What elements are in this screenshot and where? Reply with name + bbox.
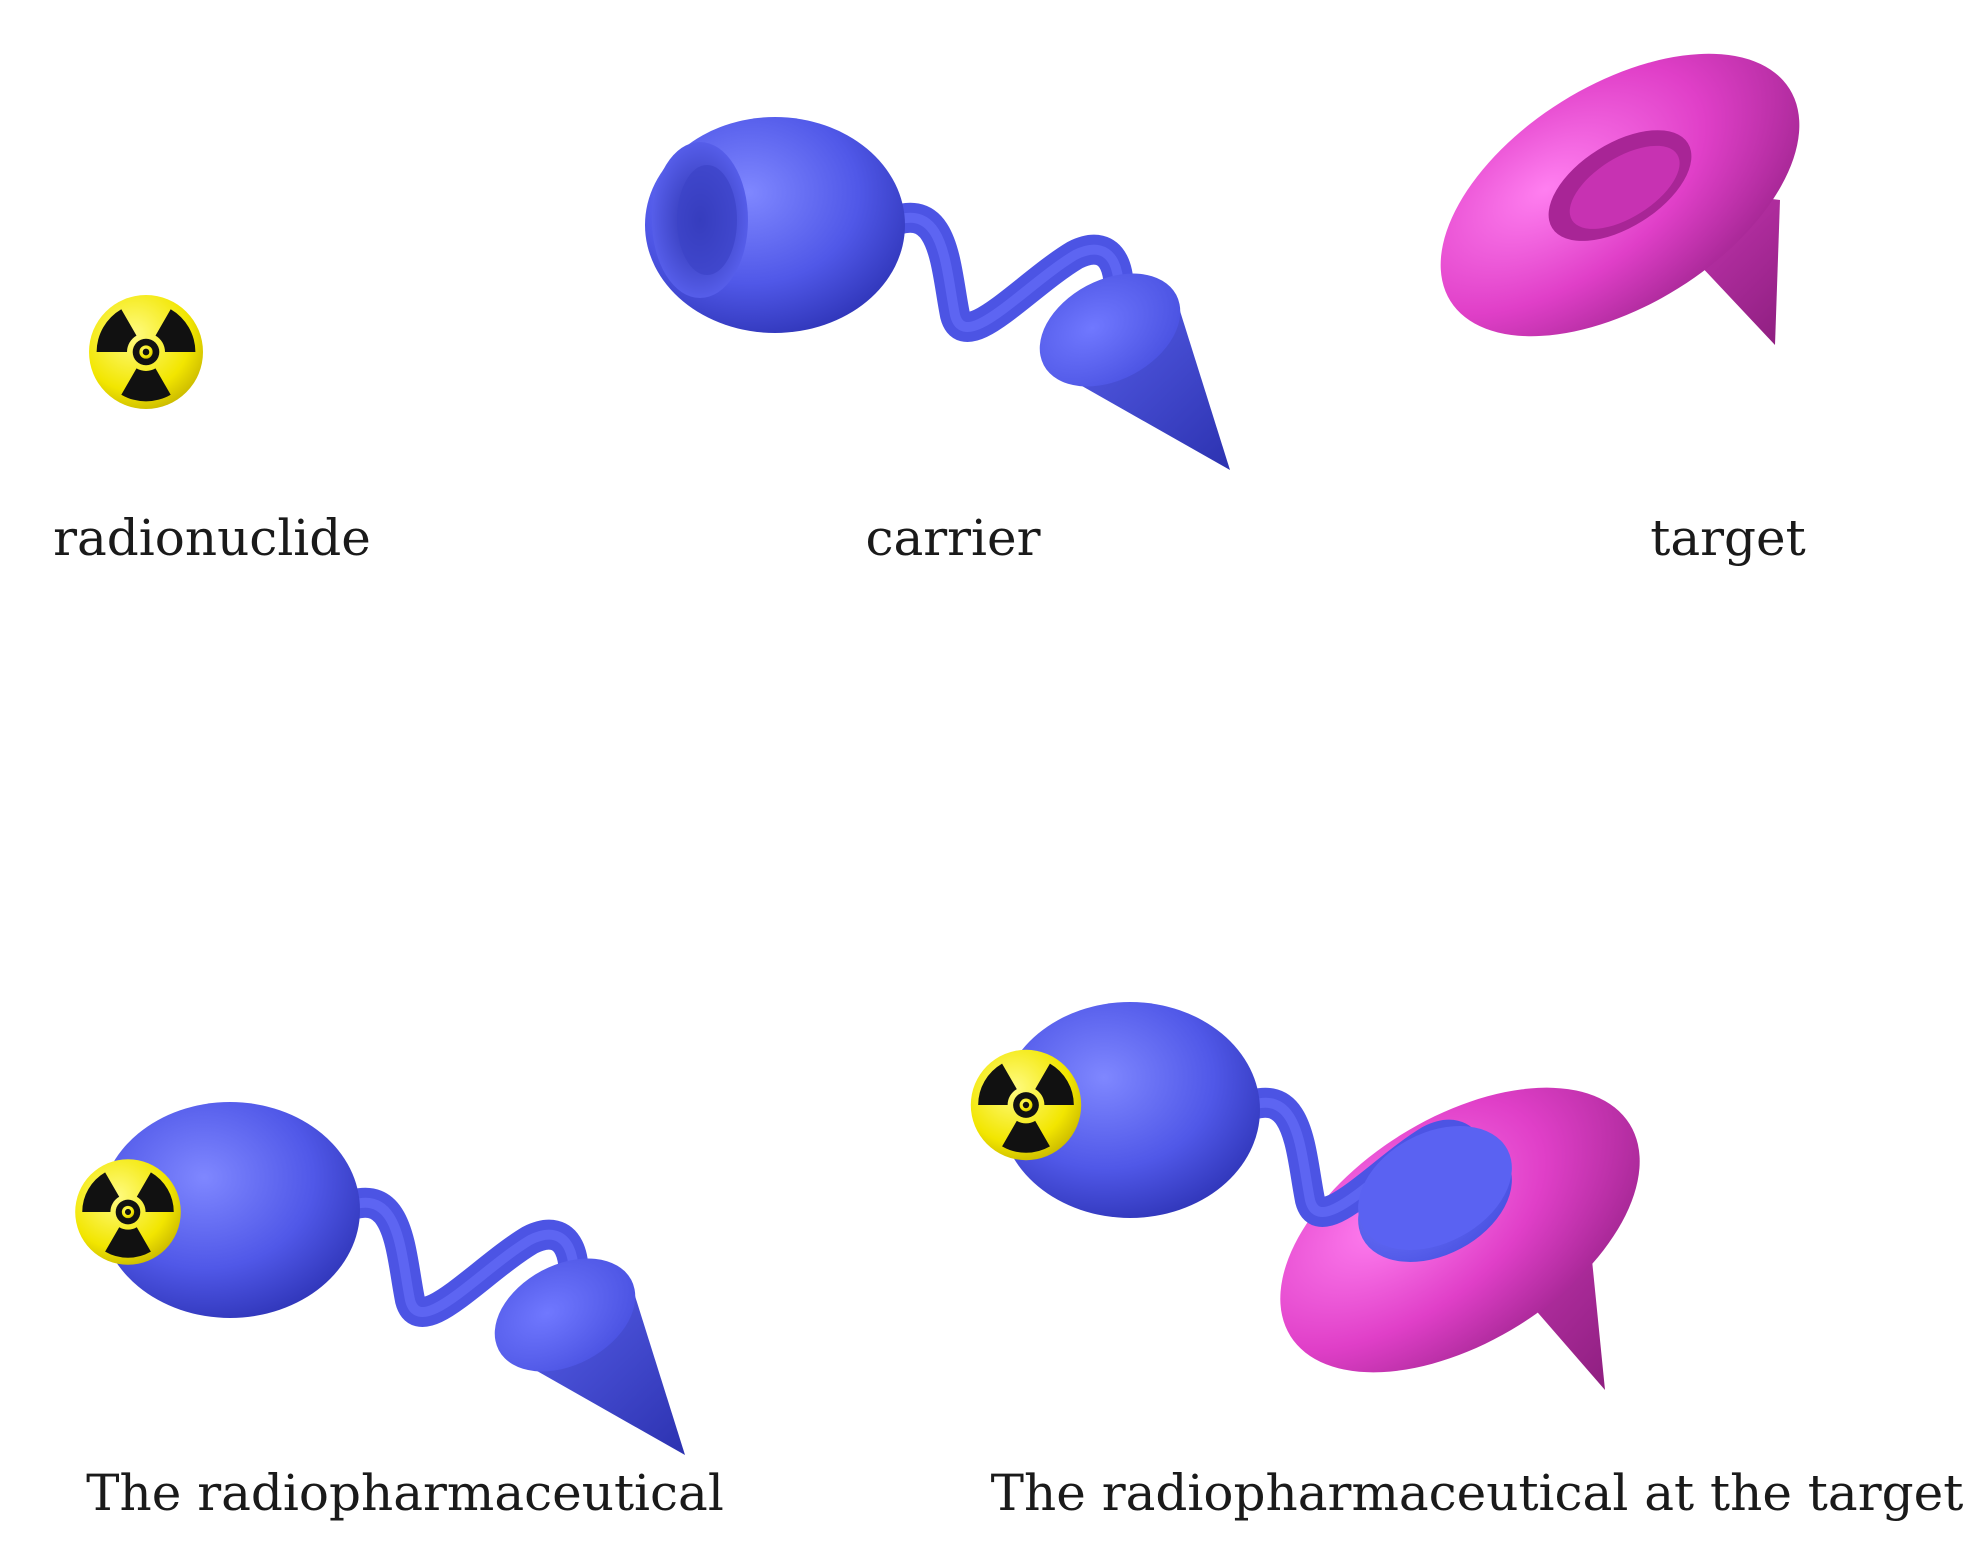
at-target-label: The radiopharmaceutical at the target [991, 1464, 1964, 1522]
radionuclide-label: radionuclide [53, 509, 371, 567]
carrier-molecule [645, 117, 1230, 470]
radiopharmaceutical-molecule [100, 1102, 685, 1455]
bound-complex-radiation-icon [970, 1049, 1082, 1161]
bound-complex [1000, 1002, 1640, 1390]
target-receptor [1440, 53, 1800, 345]
radionuclide-icon [89, 294, 203, 409]
target-label: target [1650, 509, 1806, 567]
radiopharmaceutical-label: The radiopharmaceutical [86, 1464, 724, 1522]
carrier-label: carrier [865, 509, 1040, 567]
radiopharmaceutical-radiation-icon [75, 1159, 181, 1265]
